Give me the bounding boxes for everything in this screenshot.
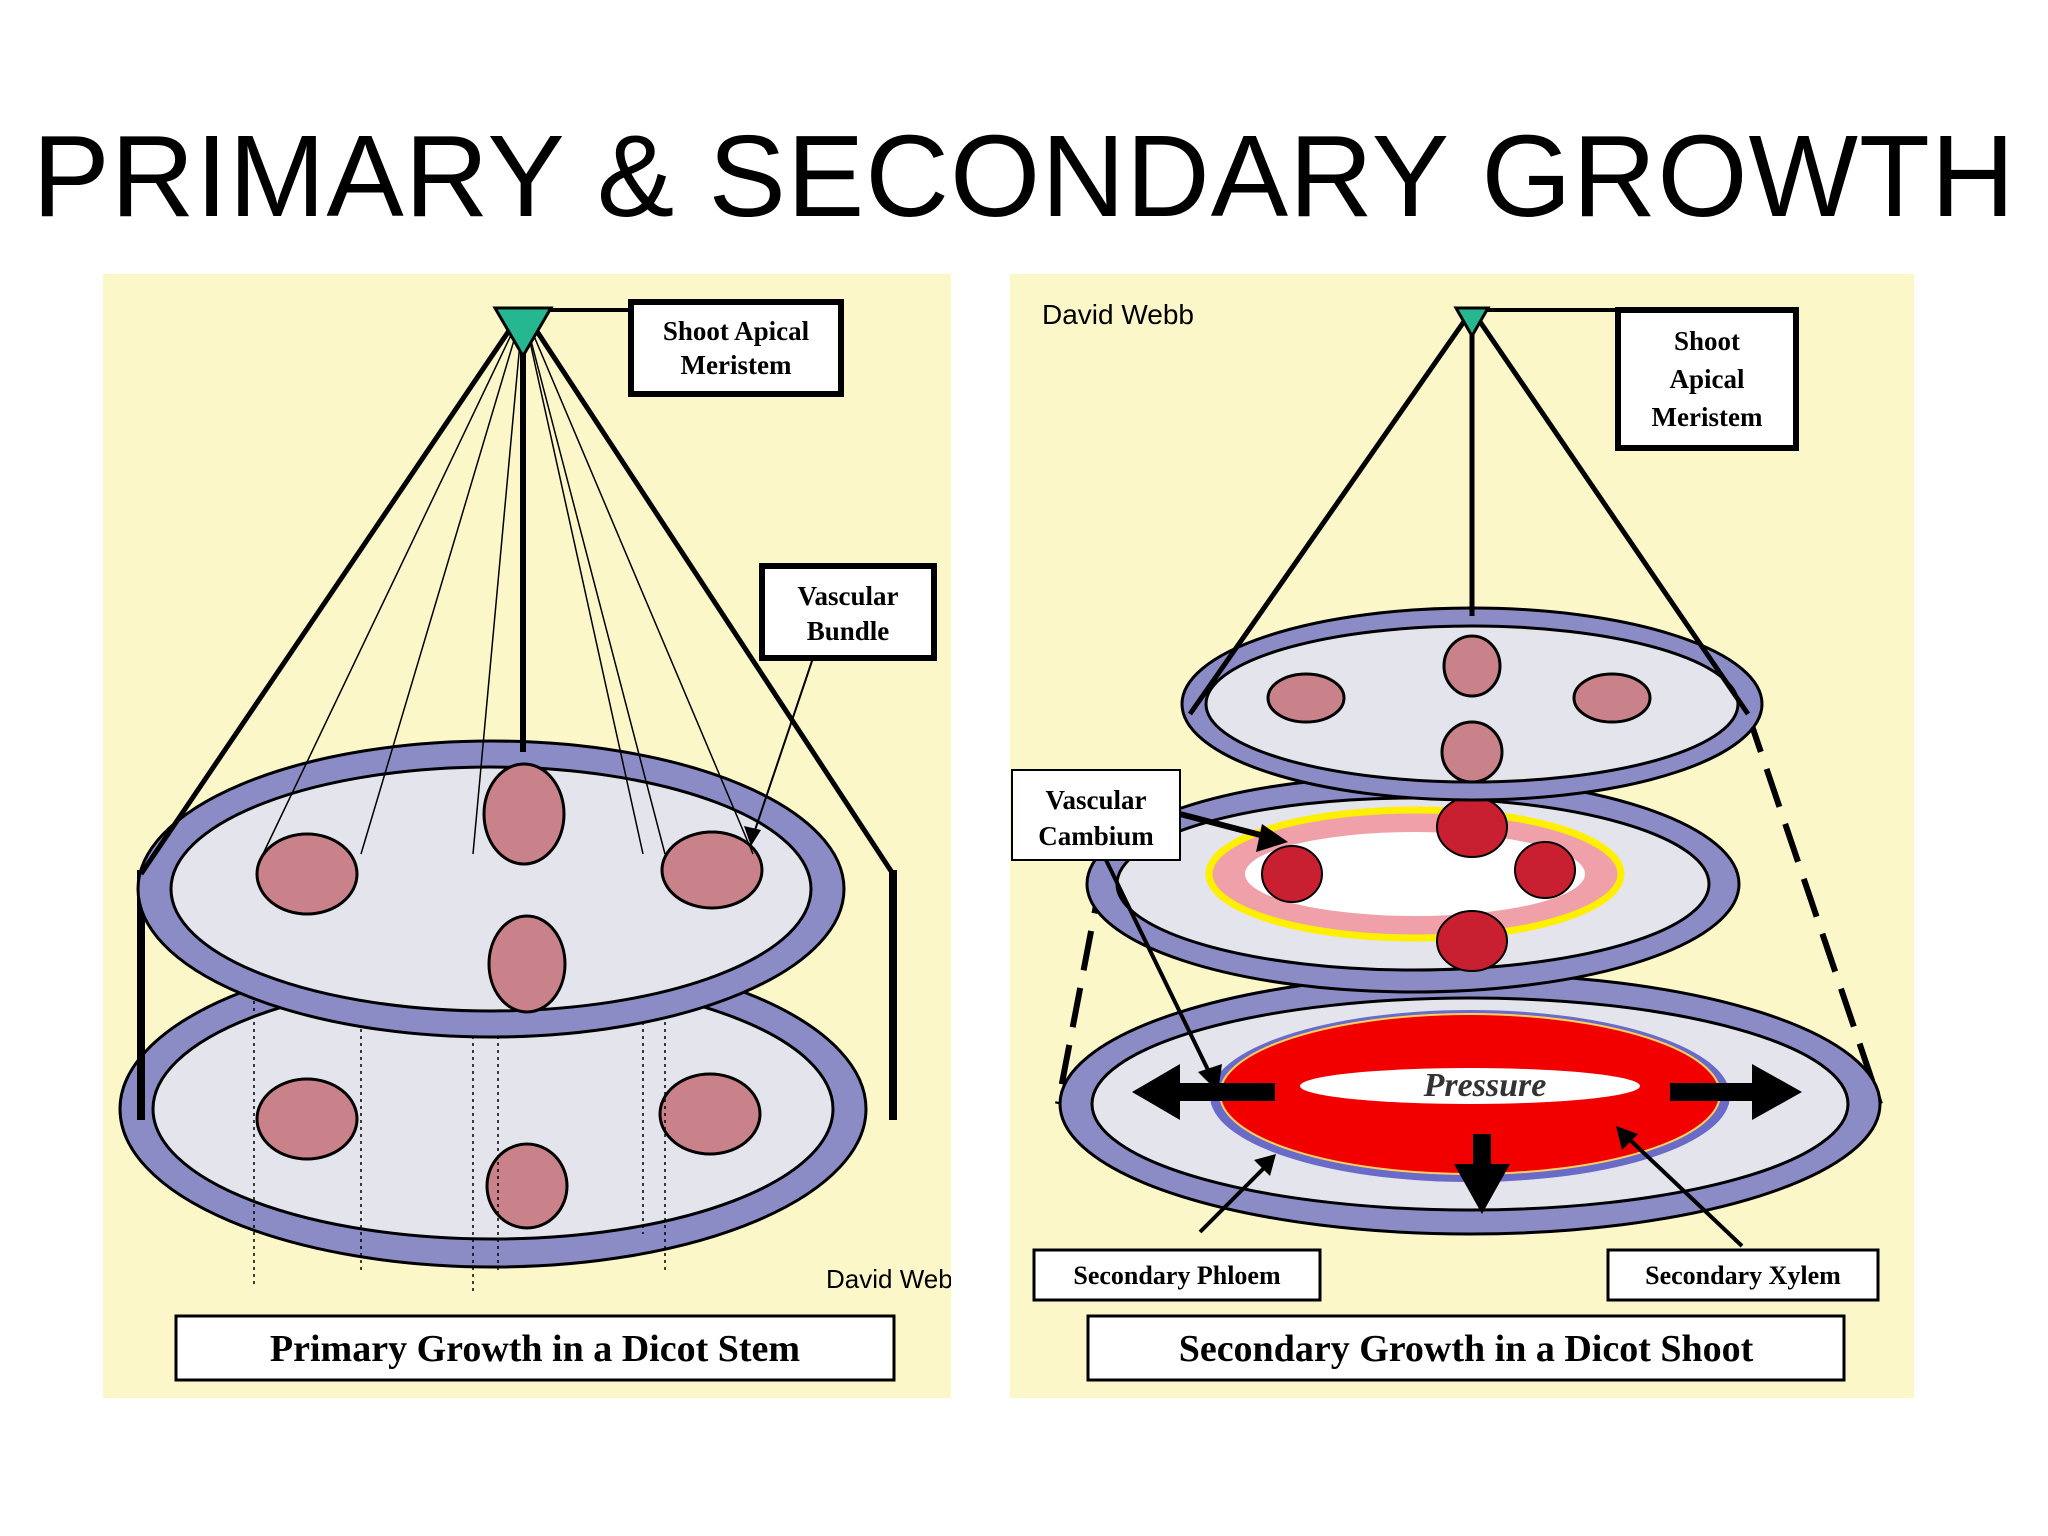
bundle-pointer [752,657,814,837]
meristem-label-line2: Meristem [681,350,792,380]
author-right: David Webb [1042,299,1194,330]
bundle-lower-left [255,1077,359,1161]
vascular-cambium-ring [1205,806,1625,942]
cambium-inner [1245,832,1585,916]
bundle-label-line2: Bundle [807,616,890,646]
meristem-label-right-line1: Shoot [1674,326,1740,356]
phloem-label: Secondary Phloem [1073,1261,1281,1290]
caption-left: Primary Growth in a Dicot Stem [270,1328,800,1370]
dashed-cone-left [1055,873,1105,1105]
caption-right: Secondary Growth in a Dicot Shoot [1179,1328,1754,1370]
xylem-pointer [1626,1136,1744,1248]
phloem-label-box [1032,1248,1322,1302]
cone-edge-right-right-panel [1469,308,1751,716]
meristem-label-box-right [1615,307,1799,451]
bundle-upper-back [482,762,566,866]
pressure-core [1300,1068,1640,1104]
bundle-upper-left [255,832,359,916]
shoot-apical-meristem-right [1453,306,1491,340]
cambium-label-line1: Vascular [1045,785,1146,815]
bundle-lower-right [658,1072,762,1156]
meristem-label-right-line3: Meristem [1652,402,1763,432]
dashed-cone-right [1745,713,1883,1105]
shoot-apical-meristem-left [492,306,554,359]
meristem-label-box [628,299,844,397]
middle-bundle-front [1436,910,1508,972]
cone-edge-right [520,308,896,876]
bundle-label-line1: Vascular [797,581,898,611]
cambium-pointer-down [1104,859,1212,1075]
xylem-label: Secondary Xylem [1645,1261,1841,1290]
cone-edge-left-right-panel [1187,308,1475,716]
top-bundle-back [1442,634,1502,698]
primary-growth-svg: Shoot Apical Meristem Vascular Bundle Da… [103,274,967,1398]
bundle-lower-front [485,1142,569,1230]
cambium-label-line2: Cambium [1038,821,1154,851]
caption-box-right [1086,1314,1846,1382]
middle-bundle-right [1514,841,1576,899]
caption-box-left [174,1314,896,1382]
meristem-label-right-line2: Apical [1669,364,1745,394]
top-bundle-left [1266,672,1346,724]
secondary-growth-svg: David Webb Pressure [1010,274,1914,1398]
middle-bundle-back [1436,796,1508,858]
upper-disc-core [169,765,813,1013]
author-left: David Webb [826,1264,951,1294]
top-bundle-right [1572,672,1652,724]
cone-edge-left [138,308,526,876]
bundle-pointer-head [744,826,761,846]
xylem-label-box [1606,1248,1880,1302]
meristem-label-line1: Shoot Apical [663,316,810,346]
phloem-pointer [1198,1164,1268,1234]
top-bundle-front [1440,720,1504,784]
middle-bundle-left [1261,845,1323,903]
pressure-label: Pressure [1423,1067,1547,1104]
cambium-pointer [1179,811,1273,841]
bundle-upper-right [660,830,764,910]
slide-title: PRIMARY & SECONDARY GROWTH [32,111,2016,241]
primary-growth-diagram: Shoot Apical Meristem Vascular Bundle Da… [103,274,967,1398]
bundle-upper-front [487,914,567,1014]
secondary-growth-diagram: David Webb Pressure [1010,274,1914,1398]
bundle-label-box [759,563,937,661]
